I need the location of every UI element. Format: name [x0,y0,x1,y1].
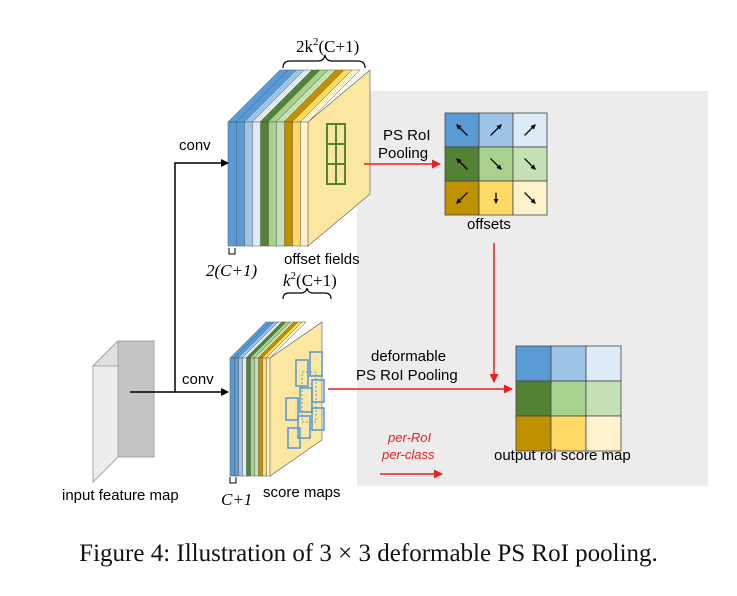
label-2c1: 2(C+1) [206,261,257,280]
offset-arrow [456,124,468,136]
output-cell [515,345,552,382]
offset-face-grid [326,123,346,185]
output-cell [550,415,587,452]
offset-cell [512,112,548,148]
conv-branch-arrows [130,159,229,396]
label-conv-top: conv [179,137,211,154]
output-cell [585,345,622,382]
tick-2c1 [228,248,236,255]
offset-cell [512,146,548,182]
tick-c1 [229,477,237,484]
label-deformable-line2: PS RoI Pooling [356,367,458,384]
offset-arrow [456,158,468,170]
label-offsets: offsets [467,216,511,233]
output-cell [550,380,587,417]
label-output-map: output roi score map [494,447,631,464]
output-cell [585,415,622,452]
offset-cell [478,112,514,148]
offset-cell [478,146,514,182]
offset-cell [478,180,514,216]
input-feature-map [91,339,156,484]
front-face [307,69,371,247]
offset-arrow [524,124,536,136]
offset-arrow [456,192,468,204]
score-face-boxes [285,351,325,449]
offset-arrow [524,158,536,170]
slice [227,69,289,247]
output-cell [550,345,587,382]
label-ps-roi-line2: Pooling [378,145,428,162]
red-arrows [328,159,513,479]
offsets-grid [444,112,548,216]
output-cell [515,415,552,452]
label-input-feature-map: input feature map [62,487,179,504]
offset-fields-stack [227,69,371,247]
figure-caption: Figure 4: Illustration of 3 × 3 deformab… [79,540,658,567]
offset-cell [512,180,548,216]
brace-offset-dim [282,54,366,69]
label-score-dim: k2(C+1) [283,270,337,290]
label-deformable-line1: deformable [371,348,446,365]
output-roi-score-map [515,345,622,452]
offset-cell [444,180,480,216]
score-maps-stack [229,321,325,477]
offset-cell [444,146,480,182]
label-conv-bottom: conv [182,371,214,388]
label-c1: C+1 [221,490,252,509]
brace-score-dim [282,287,332,300]
offset-arrow [524,192,536,204]
slice [229,321,271,477]
offset-arrow [490,124,502,136]
label-score-maps: score maps [263,484,341,501]
label-offset-fields: offset fields [284,251,360,268]
label-ps-roi-line1: PS RoI [383,127,431,144]
label-per-roi: per-RoI [387,430,432,445]
label-offset-dim: 2k2(C+1) [296,36,359,56]
offset-arrow [490,158,502,170]
offset-cell [444,112,480,148]
output-cell [515,380,552,417]
output-cell [585,380,622,417]
label-per-class: per-class [381,447,435,462]
